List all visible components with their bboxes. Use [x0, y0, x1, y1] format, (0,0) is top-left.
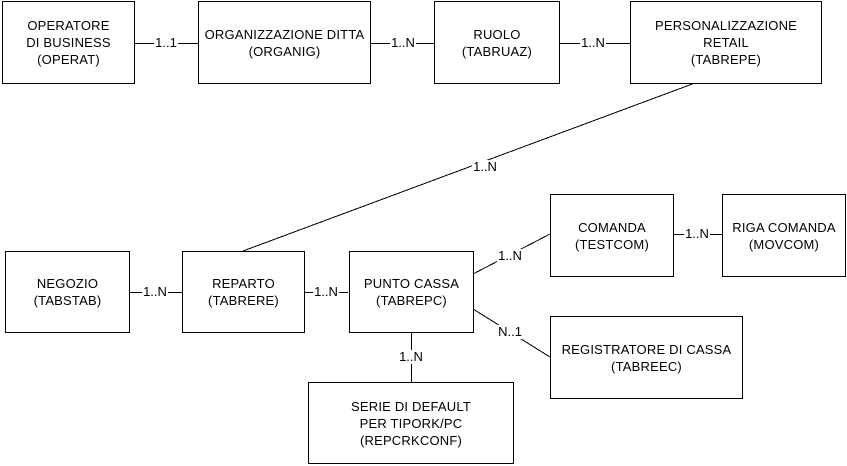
entity-name: REGISTRATORE DI CASSA [561, 341, 732, 357]
cardinality-comanda-riga-comanda: 1..N [684, 226, 710, 241]
entity-name: PERSONALIZZAZIONE [654, 18, 798, 33]
entity-name: RUOLO [473, 26, 521, 42]
entity-table: (MOVCOM) [748, 236, 820, 252]
entity-organizzazione-ditta[interactable]: ORGANIZZAZIONE DITTA (ORGANIG) [198, 1, 371, 84]
cardinality-punto-cassa-comanda: 1..N [497, 248, 523, 263]
entity-name: RIGA COMANDA [732, 219, 836, 235]
entity-name: DI BUSINESS [26, 35, 111, 50]
cardinality-organizzazione-ruolo: 1..N [390, 35, 416, 50]
cardinality-negozio-reparto: 1..N [142, 284, 168, 299]
entity-name: ORGANIZZAZIONE DITTA [204, 26, 365, 42]
entity-reparto[interactable]: REPARTO (TABRERE) [182, 251, 305, 333]
entity-name: OPERATORE [27, 18, 110, 33]
entity-table: (ORGANIG) [248, 43, 321, 59]
entity-table: (OPERAT) [37, 52, 100, 67]
entity-serie-di-default[interactable]: SERIE DI DEFAULT PER TIPORK/PC (REPCRKCO… [308, 382, 514, 464]
entity-table: (REPCRKCONF) [359, 432, 463, 448]
entity-comanda[interactable]: COMANDA (TESTCOM) [550, 194, 674, 277]
entity-personalizzazione-retail[interactable]: PERSONALIZZAZIONE RETAIL (TABREPE) [630, 1, 822, 84]
entity-table: (TABRUAZ) [461, 43, 533, 59]
entity-name: REPARTO [212, 276, 275, 291]
entity-table: (TABREEC) [611, 358, 682, 374]
entity-operatore-di-business[interactable]: OPERATORE DI BUSINESS (OPERAT) [2, 1, 135, 84]
cardinality-reparto-punto-cassa: 1..N [313, 284, 339, 299]
cardinality-punto-cassa-serie-default: 1..N [398, 349, 424, 364]
entity-table: (TABRERE) [208, 293, 279, 308]
entity-ruolo[interactable]: RUOLO (TABRUAZ) [434, 1, 560, 84]
entity-table: (TABSTAB) [33, 293, 102, 308]
entity-negozio[interactable]: NEGOZIO (TABSTAB) [5, 251, 130, 333]
entity-punto-cassa[interactable]: PUNTO CASSA (TABREPC) [349, 251, 474, 333]
entity-name: PER TIPORK/PC [359, 415, 463, 431]
cardinality-ruolo-personalizzazione: 1..N [580, 35, 606, 50]
cardinality-punto-cassa-registratore: N..1 [497, 324, 523, 339]
entity-name: COMANDA [578, 219, 646, 235]
entity-table: (TABREPE) [690, 52, 762, 67]
entity-name: RETAIL [703, 35, 749, 50]
connector-personalizzazione-reparto [242, 82, 696, 252]
cardinality-personalizzazione-reparto: 1..N [472, 159, 498, 174]
entity-name: SERIE DI DEFAULT [351, 398, 471, 414]
entity-table: (TABREPC) [376, 293, 447, 308]
entity-name: PUNTO CASSA [363, 276, 460, 291]
entity-name: NEGOZIO [36, 276, 99, 291]
entity-riga-comanda[interactable]: RIGA COMANDA (MOVCOM) [722, 194, 846, 277]
entity-table: (TESTCOM) [574, 236, 649, 252]
entity-registratore-di-cassa[interactable]: REGISTRATORE DI CASSA (TABREEC) [550, 316, 743, 399]
cardinality-operatore-organizzazione: 1..1 [154, 35, 178, 50]
